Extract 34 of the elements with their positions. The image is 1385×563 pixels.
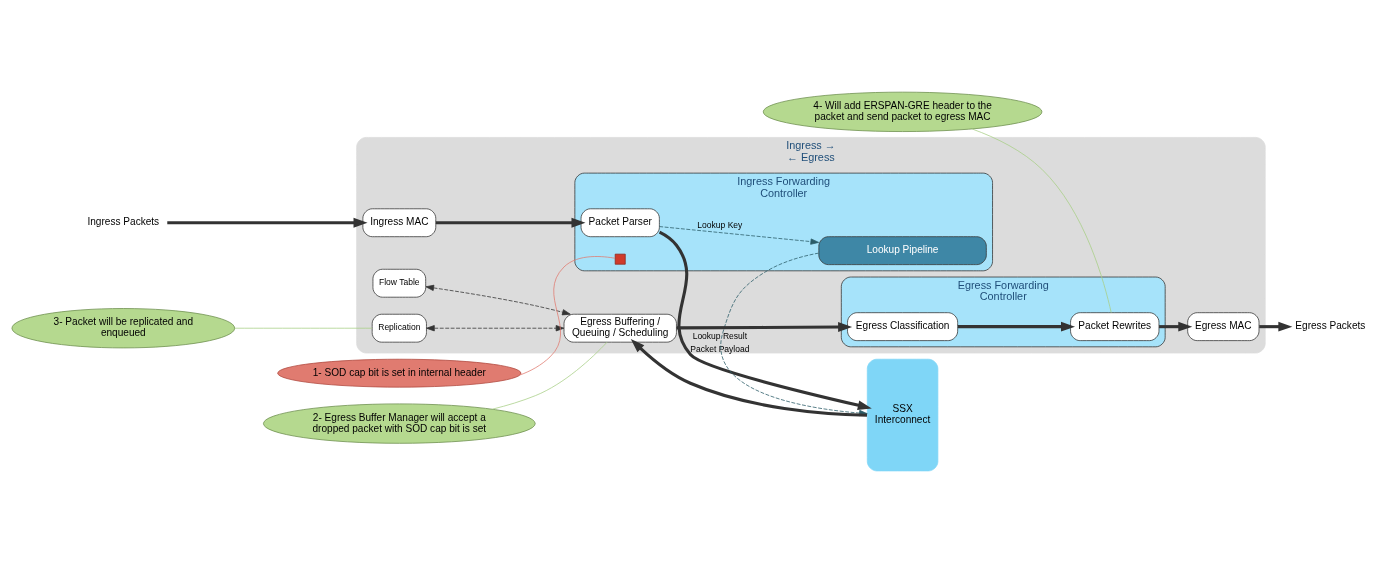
connector xyxy=(519,256,616,376)
arrow xyxy=(435,217,586,228)
node-box: Egress Classification xyxy=(847,312,959,341)
node-text: Ingress Packets xyxy=(87,216,160,228)
edge-label: Packet Payload xyxy=(690,344,750,355)
node-box: Flow Table xyxy=(372,268,427,298)
arrow xyxy=(426,325,565,332)
node-box: SSX Interconnect xyxy=(866,358,939,472)
node-box: Replication xyxy=(371,313,427,343)
arrow xyxy=(167,217,368,228)
node-box: Packet Parser xyxy=(580,208,660,238)
node-ellipse: 4- Will add ERSPAN-GRE header to the packet and send packet to egress MAC xyxy=(762,91,1043,132)
node-ellipse: 1- SOD cap bit is set in internal header xyxy=(277,358,522,388)
arrow xyxy=(676,322,853,332)
connector xyxy=(492,341,608,410)
arrow xyxy=(1159,321,1193,332)
node-text: Egress Packets xyxy=(1295,320,1366,332)
node-box: Lookup Pipeline xyxy=(818,236,987,265)
node-box: Egress Buffering / Queuing / Scheduling xyxy=(563,313,677,343)
node-box: Ingress MAC xyxy=(362,208,437,238)
arrow xyxy=(659,226,819,245)
arrow xyxy=(658,230,872,411)
edge-label: Lookup Result xyxy=(692,330,748,341)
arrow xyxy=(1259,321,1293,332)
arrow xyxy=(957,321,1075,332)
edge-label: Lookup Key xyxy=(697,220,743,231)
node-ellipse: 2- Egress Buffer Manager will accept a dropped packet with SOD cap bit is set xyxy=(263,403,536,444)
node-box: Packet Rewrites xyxy=(1070,312,1160,341)
node-box: Egress MAC xyxy=(1187,312,1260,341)
node-ellipse: 3- Packet will be replicated and enqueued xyxy=(11,308,236,349)
connector xyxy=(971,128,1112,314)
arrow xyxy=(425,284,571,316)
node-cross xyxy=(614,253,626,265)
connector xyxy=(234,327,373,329)
